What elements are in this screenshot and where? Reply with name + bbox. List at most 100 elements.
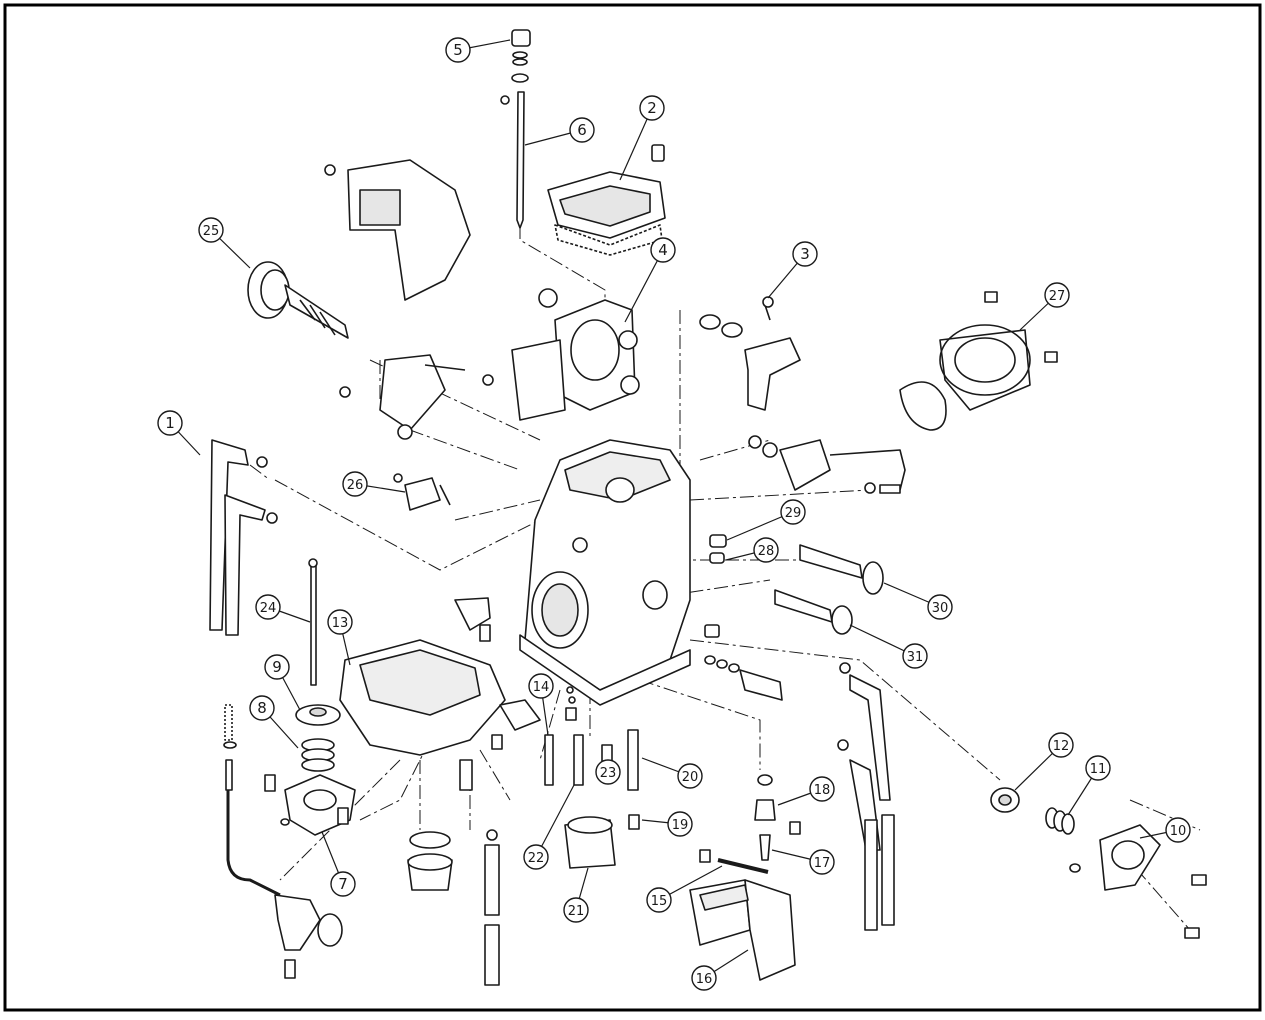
callout-circle-2 xyxy=(639,95,665,121)
callout-circle-3 xyxy=(792,241,818,267)
callout-4: 4 xyxy=(624,237,676,323)
callout-number-16: 16 xyxy=(696,972,713,987)
part-20-starter-jet xyxy=(627,729,639,791)
callout-circle-25 xyxy=(198,217,224,243)
callout-circle-7 xyxy=(330,871,356,897)
callout-16: 16 xyxy=(691,949,749,991)
callout-number-2: 2 xyxy=(647,99,657,117)
callout-number-19: 19 xyxy=(672,818,689,833)
callout-20: 20 xyxy=(641,757,703,789)
part-28-29-screws xyxy=(709,534,727,564)
part-2-top-cover xyxy=(547,144,666,256)
callout-number-24: 24 xyxy=(260,601,277,616)
part-31-pilot-screw xyxy=(774,589,853,635)
part-18-valve-seat xyxy=(754,774,776,821)
part-4-throttle-valve xyxy=(511,288,640,421)
callout-circle-17 xyxy=(809,849,835,875)
callout-circle-26 xyxy=(342,471,368,497)
callout-number-15: 15 xyxy=(651,894,668,909)
callout-number-22: 22 xyxy=(528,851,545,866)
callout-number-14: 14 xyxy=(533,680,550,695)
callout-26: 26 xyxy=(342,471,406,497)
callout-circle-4 xyxy=(650,237,676,263)
part-12-diaphragm xyxy=(990,787,1020,813)
cable-assembly xyxy=(223,704,343,979)
callout-8: 8 xyxy=(249,695,299,749)
callout-circle-8 xyxy=(249,695,275,721)
part-5-adjust-screw xyxy=(511,29,531,83)
callout-2: 2 xyxy=(619,95,665,181)
callout-circle-6 xyxy=(569,117,595,143)
part-17-needle-valve xyxy=(759,821,801,861)
callout-23: 23 xyxy=(595,759,621,785)
part-11-spring xyxy=(1045,807,1075,835)
callout-number-12: 12 xyxy=(1053,739,1070,754)
callout-12: 12 xyxy=(1014,732,1074,791)
callout-circle-29 xyxy=(780,499,806,525)
callout-number-3: 3 xyxy=(800,245,810,263)
callout-31: 31 xyxy=(849,624,928,669)
part-30-pilot-screw xyxy=(799,544,884,595)
callout-number-17: 17 xyxy=(814,856,831,871)
callout-number-30: 30 xyxy=(932,601,949,616)
callout-17: 17 xyxy=(771,849,835,875)
part-24-rod xyxy=(308,558,318,686)
callout-circle-16 xyxy=(691,965,717,991)
callout-circle-31 xyxy=(902,643,928,669)
callout-30: 30 xyxy=(883,582,953,620)
callout-19: 19 xyxy=(641,811,693,837)
part-16-float xyxy=(689,879,796,981)
callout-circle-18 xyxy=(809,776,835,802)
callout-circle-28 xyxy=(753,537,779,563)
drain-tubes xyxy=(459,759,500,986)
part-7-pump-cover xyxy=(264,774,356,836)
callout-14: 14 xyxy=(528,673,554,736)
callout-24: 24 xyxy=(255,594,311,623)
part-15-float-pin xyxy=(699,849,769,874)
callout-group: 1234567891011121314151617181920212223242… xyxy=(157,37,1191,991)
part-26-cable-nut xyxy=(393,473,451,511)
callout-circle-22 xyxy=(523,844,549,870)
cable-bracket-top xyxy=(324,159,471,301)
callout-29: 29 xyxy=(726,499,806,541)
callout-circle-9 xyxy=(264,654,290,680)
callout-13: 13 xyxy=(327,609,353,666)
callout-number-7: 7 xyxy=(338,875,348,893)
throttle-bracket xyxy=(339,354,494,440)
callout-22: 22 xyxy=(523,784,575,870)
callout-circle-1 xyxy=(157,410,183,436)
part-8-spring xyxy=(301,738,335,772)
callout-circle-30 xyxy=(927,594,953,620)
part-21-baffle xyxy=(564,816,616,869)
callout-7: 7 xyxy=(321,831,356,897)
callout-18: 18 xyxy=(777,776,835,806)
callout-leader-22 xyxy=(535,784,575,858)
part-10-pump-cover xyxy=(1069,824,1207,939)
callout-1: 1 xyxy=(157,410,201,456)
callout-11: 11 xyxy=(1067,755,1111,816)
callout-number-27: 27 xyxy=(1049,289,1066,304)
callout-25: 25 xyxy=(198,217,251,269)
callout-circle-23 xyxy=(595,759,621,785)
part-6-jet-needle xyxy=(500,91,525,229)
callout-circle-21 xyxy=(563,897,589,923)
part-25-pulley xyxy=(247,261,349,339)
diagram-border xyxy=(3,3,1262,1012)
part-3-link-lever xyxy=(699,296,801,411)
pump-linkage xyxy=(748,435,906,494)
callout-circle-19 xyxy=(667,811,693,837)
callout-circle-10 xyxy=(1165,817,1191,843)
callout-15: 15 xyxy=(646,865,723,913)
callout-number-21: 21 xyxy=(568,904,585,919)
callout-3: 3 xyxy=(767,241,818,299)
callout-circle-5 xyxy=(445,37,471,63)
callout-circle-11 xyxy=(1085,755,1111,781)
callout-number-6: 6 xyxy=(577,121,587,139)
carburetor-body xyxy=(519,439,691,706)
callout-circle-13 xyxy=(327,609,353,635)
callout-number-20: 20 xyxy=(682,770,699,785)
callout-number-31: 31 xyxy=(907,650,924,665)
callout-number-9: 9 xyxy=(272,658,282,676)
callout-number-8: 8 xyxy=(257,699,267,717)
